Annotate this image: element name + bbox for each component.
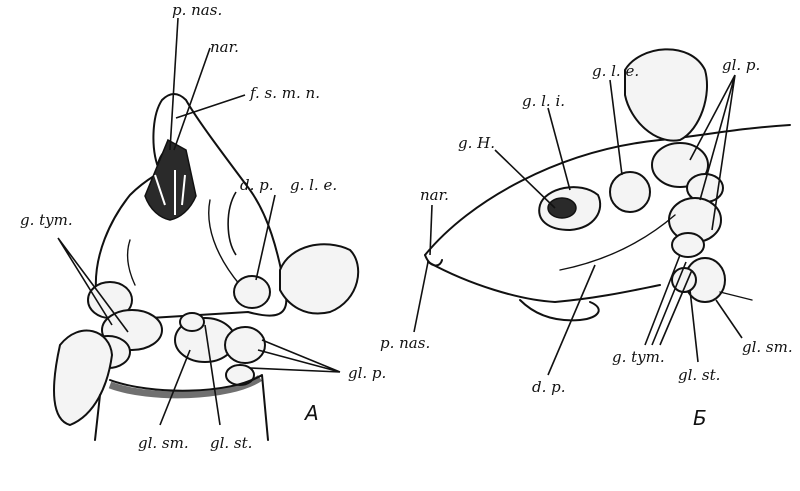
jaw-outline-b	[428, 262, 660, 302]
gland-parotid-right-a	[225, 327, 265, 363]
leader-gle-b	[610, 80, 622, 175]
eye-lobe-left-a	[54, 331, 112, 425]
label-gl-sm-a: gl. sm.	[138, 434, 189, 452]
label-gh-b: g. H.	[458, 134, 495, 152]
gland-lacrimal-ext-a	[234, 276, 270, 308]
panel-letter-a: A	[303, 401, 319, 425]
leader-nar-a	[174, 48, 210, 150]
leader-gl-sm-a	[160, 350, 190, 425]
gland-lacrimal-ext-b	[610, 172, 650, 212]
gland-h-dark-b	[548, 198, 576, 218]
label-gl-sm-b: gl. sm.	[742, 338, 793, 356]
leader-dp-b	[548, 265, 595, 375]
duct-right-a	[209, 200, 240, 285]
label-nar-a: nar.	[210, 38, 239, 56]
leader-gh-b	[495, 150, 555, 208]
label-p-nas-b: p. nas.	[380, 334, 430, 352]
label-g-tym-b: g. tym.	[612, 348, 665, 366]
label-gli-b: g. l. i.	[522, 92, 565, 110]
panel-a: p. nas. nar. f. s. m. n. g. tym. d. p. g…	[20, 1, 386, 452]
leader-p-nas-a	[170, 18, 178, 150]
panel-b: g. H. g. l. i. g. l. e. gl. p. nar. p. n…	[380, 49, 793, 430]
panel-letter-b: Б	[693, 406, 707, 430]
leader-p-nas-b	[414, 262, 428, 332]
gland-small-a	[180, 313, 204, 331]
label-fsmn-a: f. s. m. n.	[249, 84, 320, 102]
label-gl-p-b: gl. p.	[722, 56, 760, 74]
leader-gl-sm-b	[716, 300, 742, 338]
duct-sm-b	[720, 292, 752, 300]
label-dp-b: d. p.	[532, 378, 566, 396]
label-gl-st-a: gl. st.	[210, 434, 252, 452]
frontal-sinus-a	[145, 140, 196, 220]
label-g-tym-a: g. tym.	[20, 211, 73, 229]
label-gl-st-b: gl. st.	[678, 366, 720, 384]
leader-gli-b	[548, 108, 570, 190]
duct-left-a	[128, 240, 135, 285]
label-gl-p-a: gl. p.	[348, 364, 386, 382]
label-p-nas-a: p. nas.	[172, 1, 222, 19]
leader-fsmn-a	[176, 95, 245, 118]
leader-dp-a	[228, 192, 236, 255]
label-gle-a: g. l. e.	[290, 176, 337, 194]
mouth-b	[520, 300, 599, 320]
label-dp-a: d. p.	[240, 176, 274, 194]
label-nar-b: nar.	[420, 186, 449, 204]
eye-lobe-right-a	[280, 244, 358, 313]
label-gle-b: g. l. e.	[592, 62, 639, 80]
gland-tymp-b	[672, 233, 704, 257]
